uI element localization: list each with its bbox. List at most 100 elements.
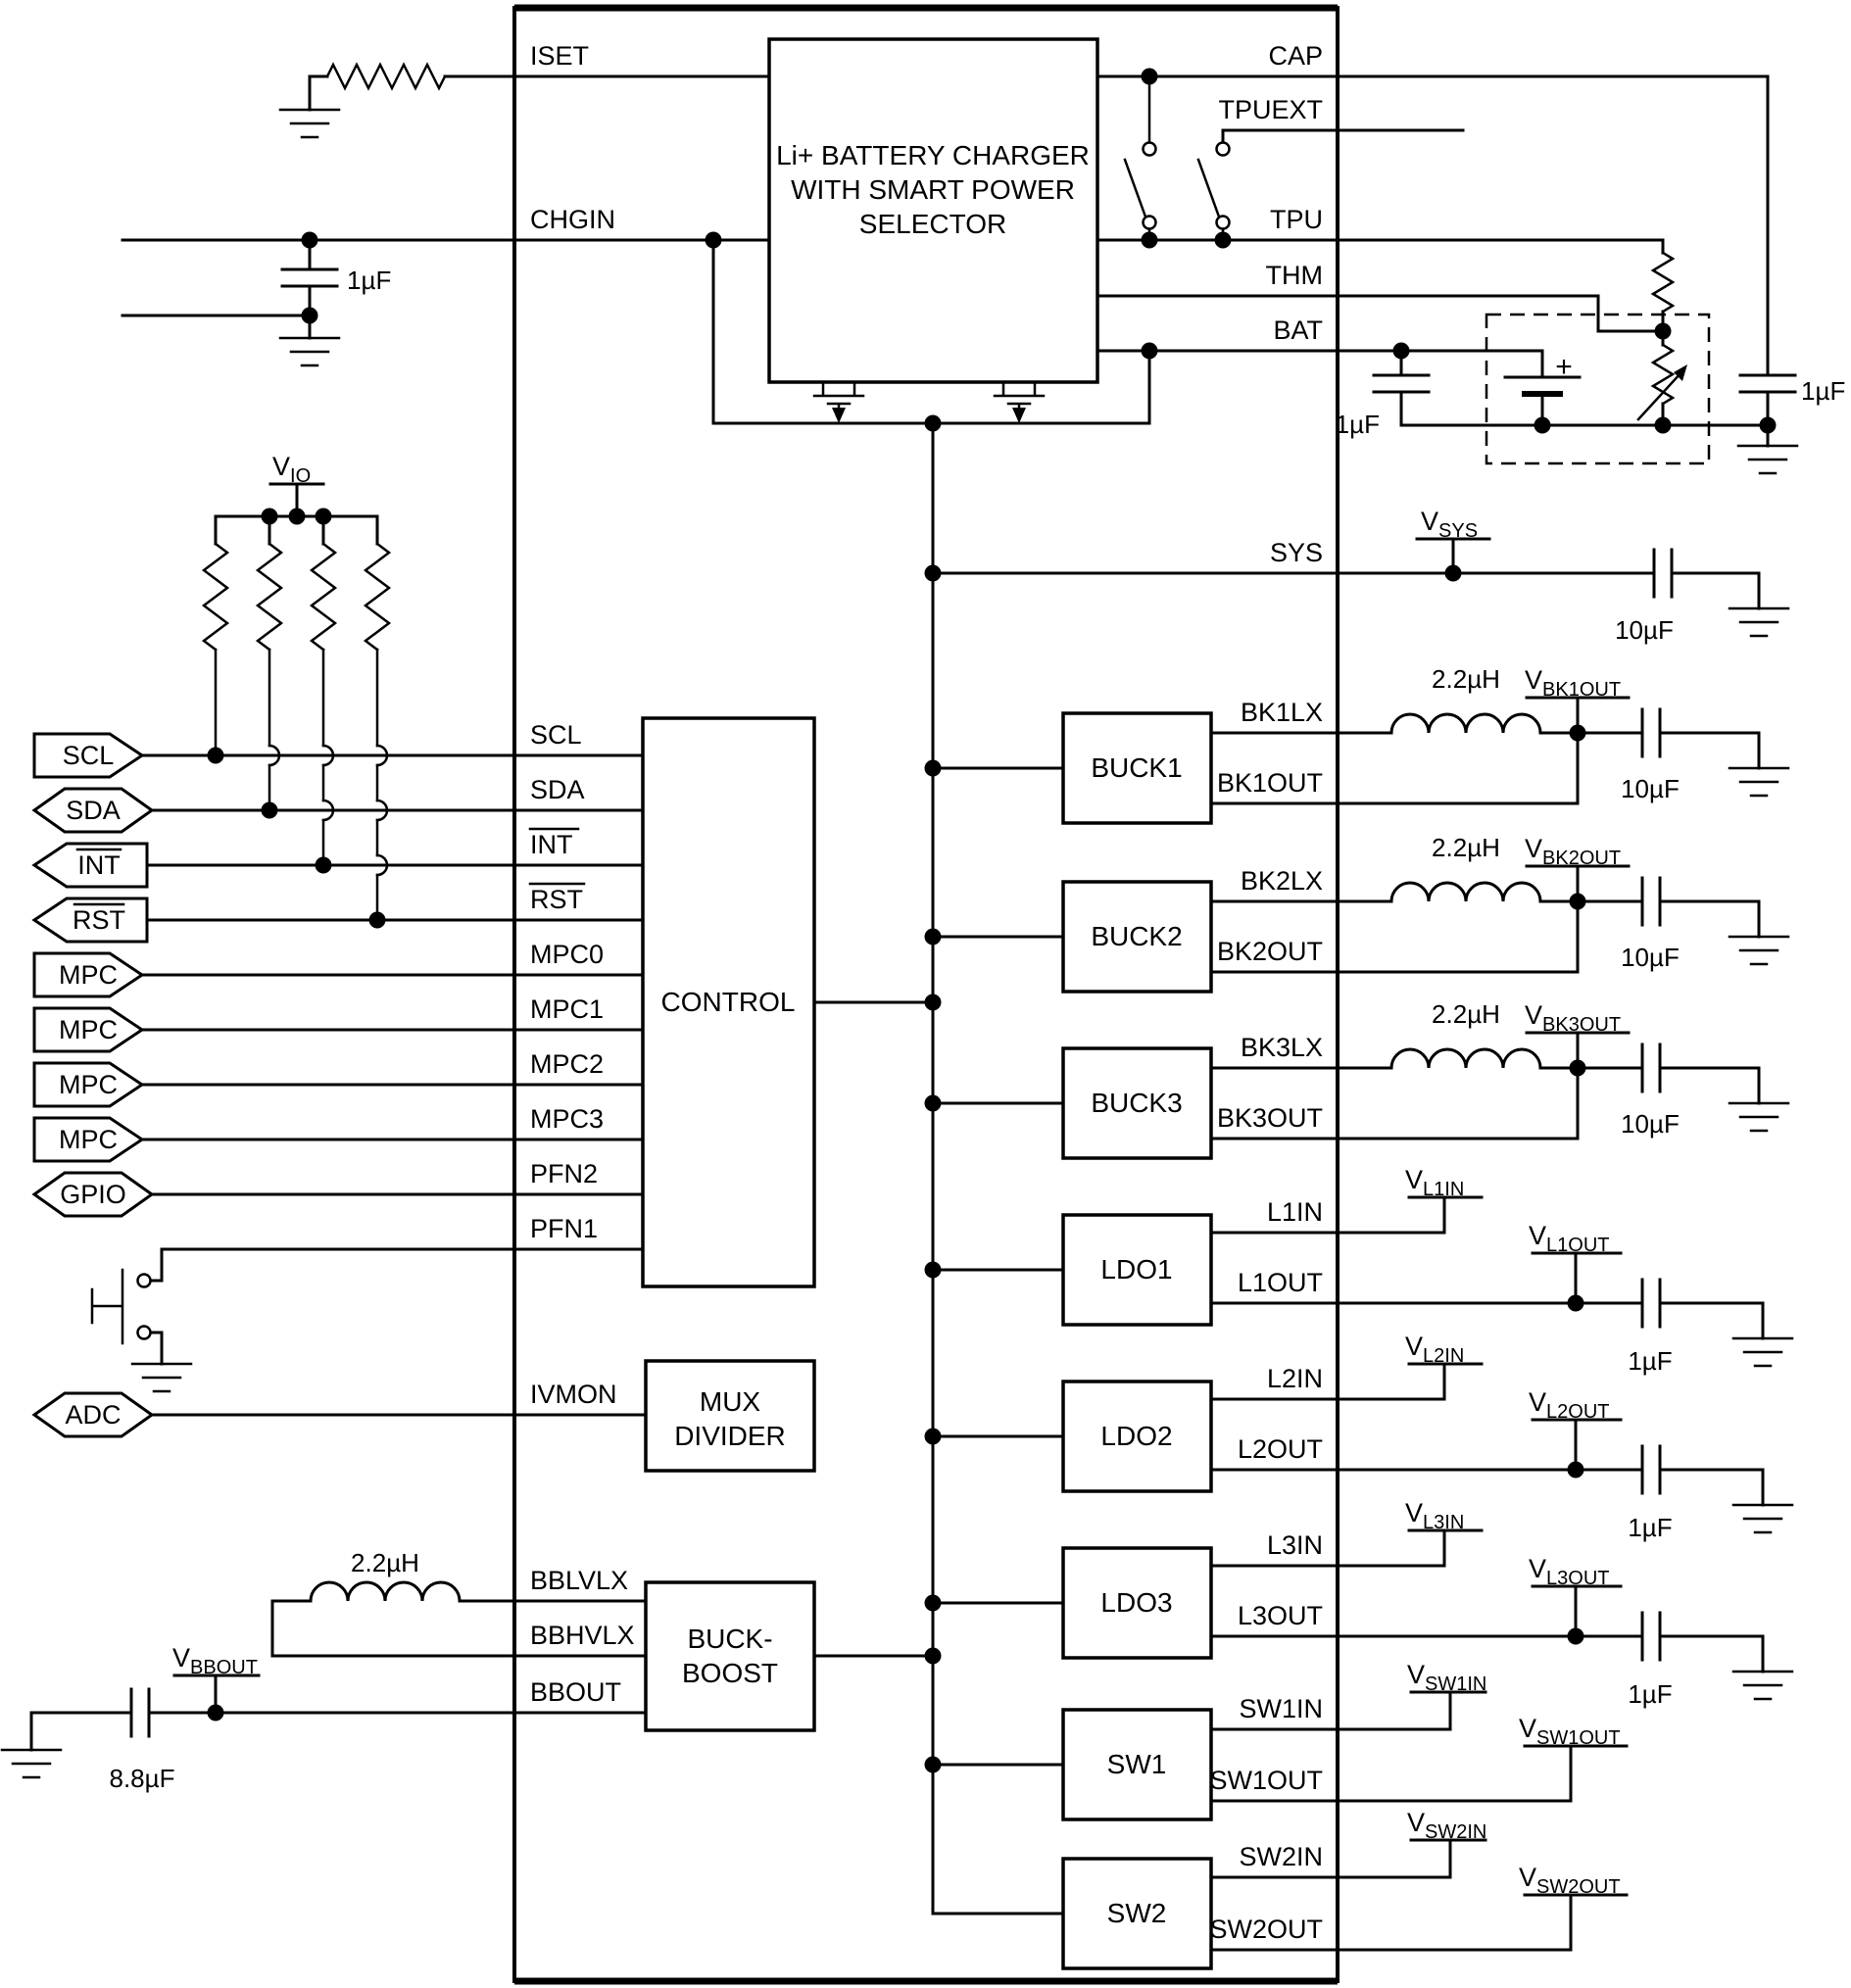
pin-tpuext: TPUEXT	[1218, 95, 1323, 124]
buck3-inductor	[1389, 1047, 1542, 1070]
pin-mpc0: MPC0	[530, 940, 604, 969]
buckboost-inductor	[309, 1580, 462, 1603]
ldo1-nets	[1209, 1195, 1765, 1340]
ldo2-capacitor	[1640, 1444, 1662, 1495]
pin-mpc3: MPC3	[530, 1104, 604, 1134]
pin-sys: SYS	[1270, 538, 1323, 567]
chgin-ground	[278, 336, 341, 367]
sw1-block	[1061, 1708, 1213, 1821]
net-vio: VIO	[272, 452, 311, 487]
charger-label-1: Li+ BATTERY CHARGER	[776, 140, 1090, 170]
pin-pfn1: PFN1	[530, 1214, 598, 1243]
connector-int	[31, 842, 149, 889]
buck1-block	[1061, 711, 1213, 825]
pin-bk2lx: BK2LX	[1241, 866, 1323, 896]
cap-cap-value: 1µF	[1801, 376, 1845, 406]
control-signal-nets	[140, 753, 645, 1283]
pin-ivmon: IVMON	[530, 1380, 617, 1409]
pin-sda: SDA	[530, 775, 585, 804]
ldo3-block	[1061, 1546, 1213, 1660]
connector-mpc2	[32, 1061, 145, 1108]
pullup-resistor-int	[310, 542, 337, 652]
buck1-nets	[1209, 696, 1761, 805]
buck2-inductor-value: 2.2µH	[1432, 833, 1500, 862]
connector-adc-label: ADC	[65, 1400, 121, 1430]
bat-net	[1096, 349, 1770, 427]
buck3-nets	[1209, 1031, 1761, 1140]
pin-sw2out: SW2OUT	[1209, 1915, 1323, 1944]
battery-plus-sign: +	[1555, 351, 1573, 383]
ldo1-label: LDO1	[1100, 1254, 1172, 1285]
net-vl1in: VL1IN	[1405, 1165, 1464, 1200]
connector-mpc3-label: MPC	[59, 1125, 118, 1154]
connector-mpc0-label: MPC	[59, 960, 118, 990]
pullup-resistor-sda	[256, 542, 283, 652]
push-button-icon	[90, 1268, 124, 1345]
sys-net	[931, 537, 1761, 610]
chip-outline-thick-edges	[514, 4, 1338, 1985]
sw1-label: SW1	[1107, 1749, 1167, 1779]
pin-chgin: CHGIN	[530, 205, 615, 234]
pin-bk3out: BK3OUT	[1217, 1103, 1323, 1133]
tpu-net	[1096, 238, 1665, 333]
sys-ground	[1728, 606, 1790, 638]
cap-capacitor	[1738, 373, 1797, 394]
pin-bblvlx: BBLVLX	[530, 1566, 628, 1595]
ldo2-block	[1061, 1380, 1213, 1493]
buck3-ground	[1728, 1101, 1790, 1133]
pin-bbhvlx: BBHVLX	[530, 1621, 635, 1650]
sw2-nets	[1209, 1838, 1629, 1952]
buck3-capacitor	[1640, 1042, 1662, 1093]
buckboost-inductor-value: 2.2µH	[351, 1548, 419, 1577]
net-vbk2out: VBK2OUT	[1525, 834, 1621, 869]
pin-mpc2: MPC2	[530, 1049, 604, 1079]
button-ground-net	[149, 1331, 164, 1366]
switch-contact-icon	[1142, 141, 1157, 157]
ldo1-ground	[1731, 1336, 1794, 1368]
buck2-capacitor	[1640, 876, 1662, 927]
iset-resistor	[325, 63, 447, 90]
buckboost-label-2: BOOST	[682, 1658, 778, 1688]
chgin-capacitor	[280, 267, 339, 288]
pin-cap: CAP	[1268, 41, 1323, 71]
sw1-nets	[1209, 1690, 1629, 1803]
thermistor-arrowhead-icon	[1674, 364, 1687, 381]
buck2-inductor	[1389, 881, 1542, 903]
connector-int-label: INT	[77, 850, 121, 880]
ldo1-capacitor	[1640, 1278, 1662, 1329]
pin-bk1lx: BK1LX	[1241, 698, 1323, 727]
ldo3-nets	[1209, 1528, 1765, 1673]
connector-scl-label: SCL	[63, 741, 115, 770]
net-vsw2out: VSW2OUT	[1519, 1863, 1621, 1898]
bbout-net	[29, 1673, 648, 1752]
connector-sda-label: SDA	[66, 796, 121, 825]
mux-label-2: DIVIDER	[674, 1421, 786, 1451]
buckboost-label-1: BUCK-	[687, 1624, 772, 1654]
mux-divider-block	[644, 1359, 816, 1473]
buck3-label: BUCK3	[1091, 1088, 1182, 1118]
charger-label-3: SELECTOR	[859, 209, 1006, 239]
buck1-ground	[1728, 766, 1790, 798]
pin-sw1out: SW1OUT	[1209, 1766, 1323, 1795]
bbout-ground	[0, 1748, 63, 1779]
net-vbk1out: VBK1OUT	[1525, 665, 1621, 701]
connector-mpc3	[32, 1116, 145, 1163]
connector-adc	[31, 1391, 155, 1438]
charger-block	[767, 37, 1099, 384]
buck3-inductor-value: 2.2µH	[1432, 999, 1500, 1029]
pin-bk1out: BK1OUT	[1217, 768, 1323, 798]
ldo1-cap-value: 1µF	[1628, 1346, 1672, 1376]
pin-tpu: TPU	[1270, 205, 1323, 234]
iset-ground	[278, 108, 341, 139]
bbout-capacitor	[129, 1687, 151, 1738]
buckboost-lx-nets	[270, 1599, 648, 1658]
buck2-ground	[1728, 935, 1790, 966]
pin-scl: SCL	[530, 720, 582, 750]
bat-cap-value: 1µF	[1336, 410, 1380, 439]
ldo2-label: LDO2	[1100, 1421, 1172, 1451]
thermistor	[1651, 343, 1675, 406]
pin-bbout: BBOUT	[530, 1677, 621, 1707]
ldo2-ground	[1731, 1503, 1794, 1534]
connector-mpc2-label: MPC	[59, 1070, 118, 1099]
net-vl2out: VL2OUT	[1529, 1387, 1609, 1423]
